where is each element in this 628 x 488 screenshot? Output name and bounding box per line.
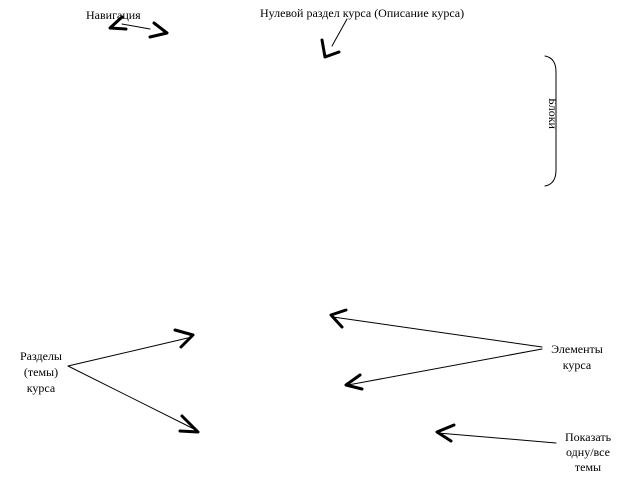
sections-label: Разделы (темы) курса [12,348,70,396]
sections-label-line-2: (темы) [23,365,59,379]
elements-arrowhead-lower [344,373,364,391]
sections-line-lower [67,365,197,431]
show-all-arrow [435,423,557,444]
elements-arrows [329,308,543,391]
elements-line-upper [332,316,543,348]
show-all-label-line-1: Показать [564,430,612,444]
show-all-label: Показать одну/все темы [556,430,620,475]
elements-label-line-2: курса [562,358,592,372]
navigation-arrowhead-left [108,15,128,31]
show-all-label-line-3: темы [574,460,602,474]
navigation-arrowhead-right [148,21,169,39]
sections-label-line-3: курса [26,381,56,395]
navigation-arrows [108,15,169,39]
sections-arrows [67,328,200,434]
section-zero-line [331,18,348,47]
sections-arrowhead-upper [173,328,195,349]
blocks-brace [544,55,557,187]
show-all-label-line-2: одну/все [566,445,610,459]
section-zero-label: Нулевой раздел курса (Описание курса) [260,6,465,20]
elements-line-lower [347,348,543,386]
section-zero-arrowhead [320,38,341,59]
sections-line-upper [67,336,193,367]
sections-label-line-1: Разделы [19,349,62,363]
navigation-label: Навигация [86,8,141,22]
show-all-line [437,432,557,444]
elements-label-line-1: Элементы [551,342,603,356]
section-zero-arrow [320,18,348,59]
show-all-arrowhead [435,423,456,443]
sections-arrowhead-lower [178,414,200,434]
elements-label: Элементы курса [542,341,612,373]
elements-arrowhead-upper [329,308,348,329]
navigation-connector [121,23,151,30]
